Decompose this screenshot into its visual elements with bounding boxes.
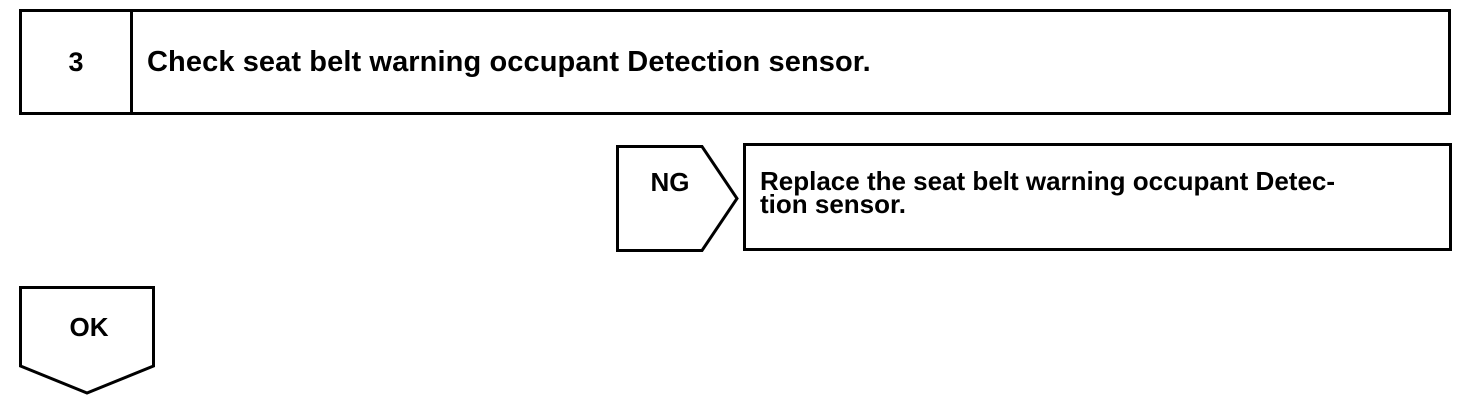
step-header: 3 Check seat belt warning occupant Detec…: [19, 9, 1451, 115]
ng-action-box: Replace the seat belt warning occupant D…: [743, 143, 1452, 251]
ng-action-line-2: tion sensor.: [760, 189, 906, 219]
right-arrow-tag-icon: [616, 145, 739, 252]
step-title: Check seat belt warning occupant Detecti…: [147, 45, 871, 78]
ng-label: NG: [650, 167, 690, 197]
step-number: 3: [22, 12, 133, 112]
ng-action-line-1: Replace the seat belt warning occupant D…: [760, 166, 1336, 196]
ng-arrow-tag: NG: [616, 145, 740, 252]
down-arrow-tag-icon: [19, 286, 155, 395]
ok-label: OK: [69, 312, 109, 342]
ok-arrow-tag: OK: [19, 286, 155, 396]
